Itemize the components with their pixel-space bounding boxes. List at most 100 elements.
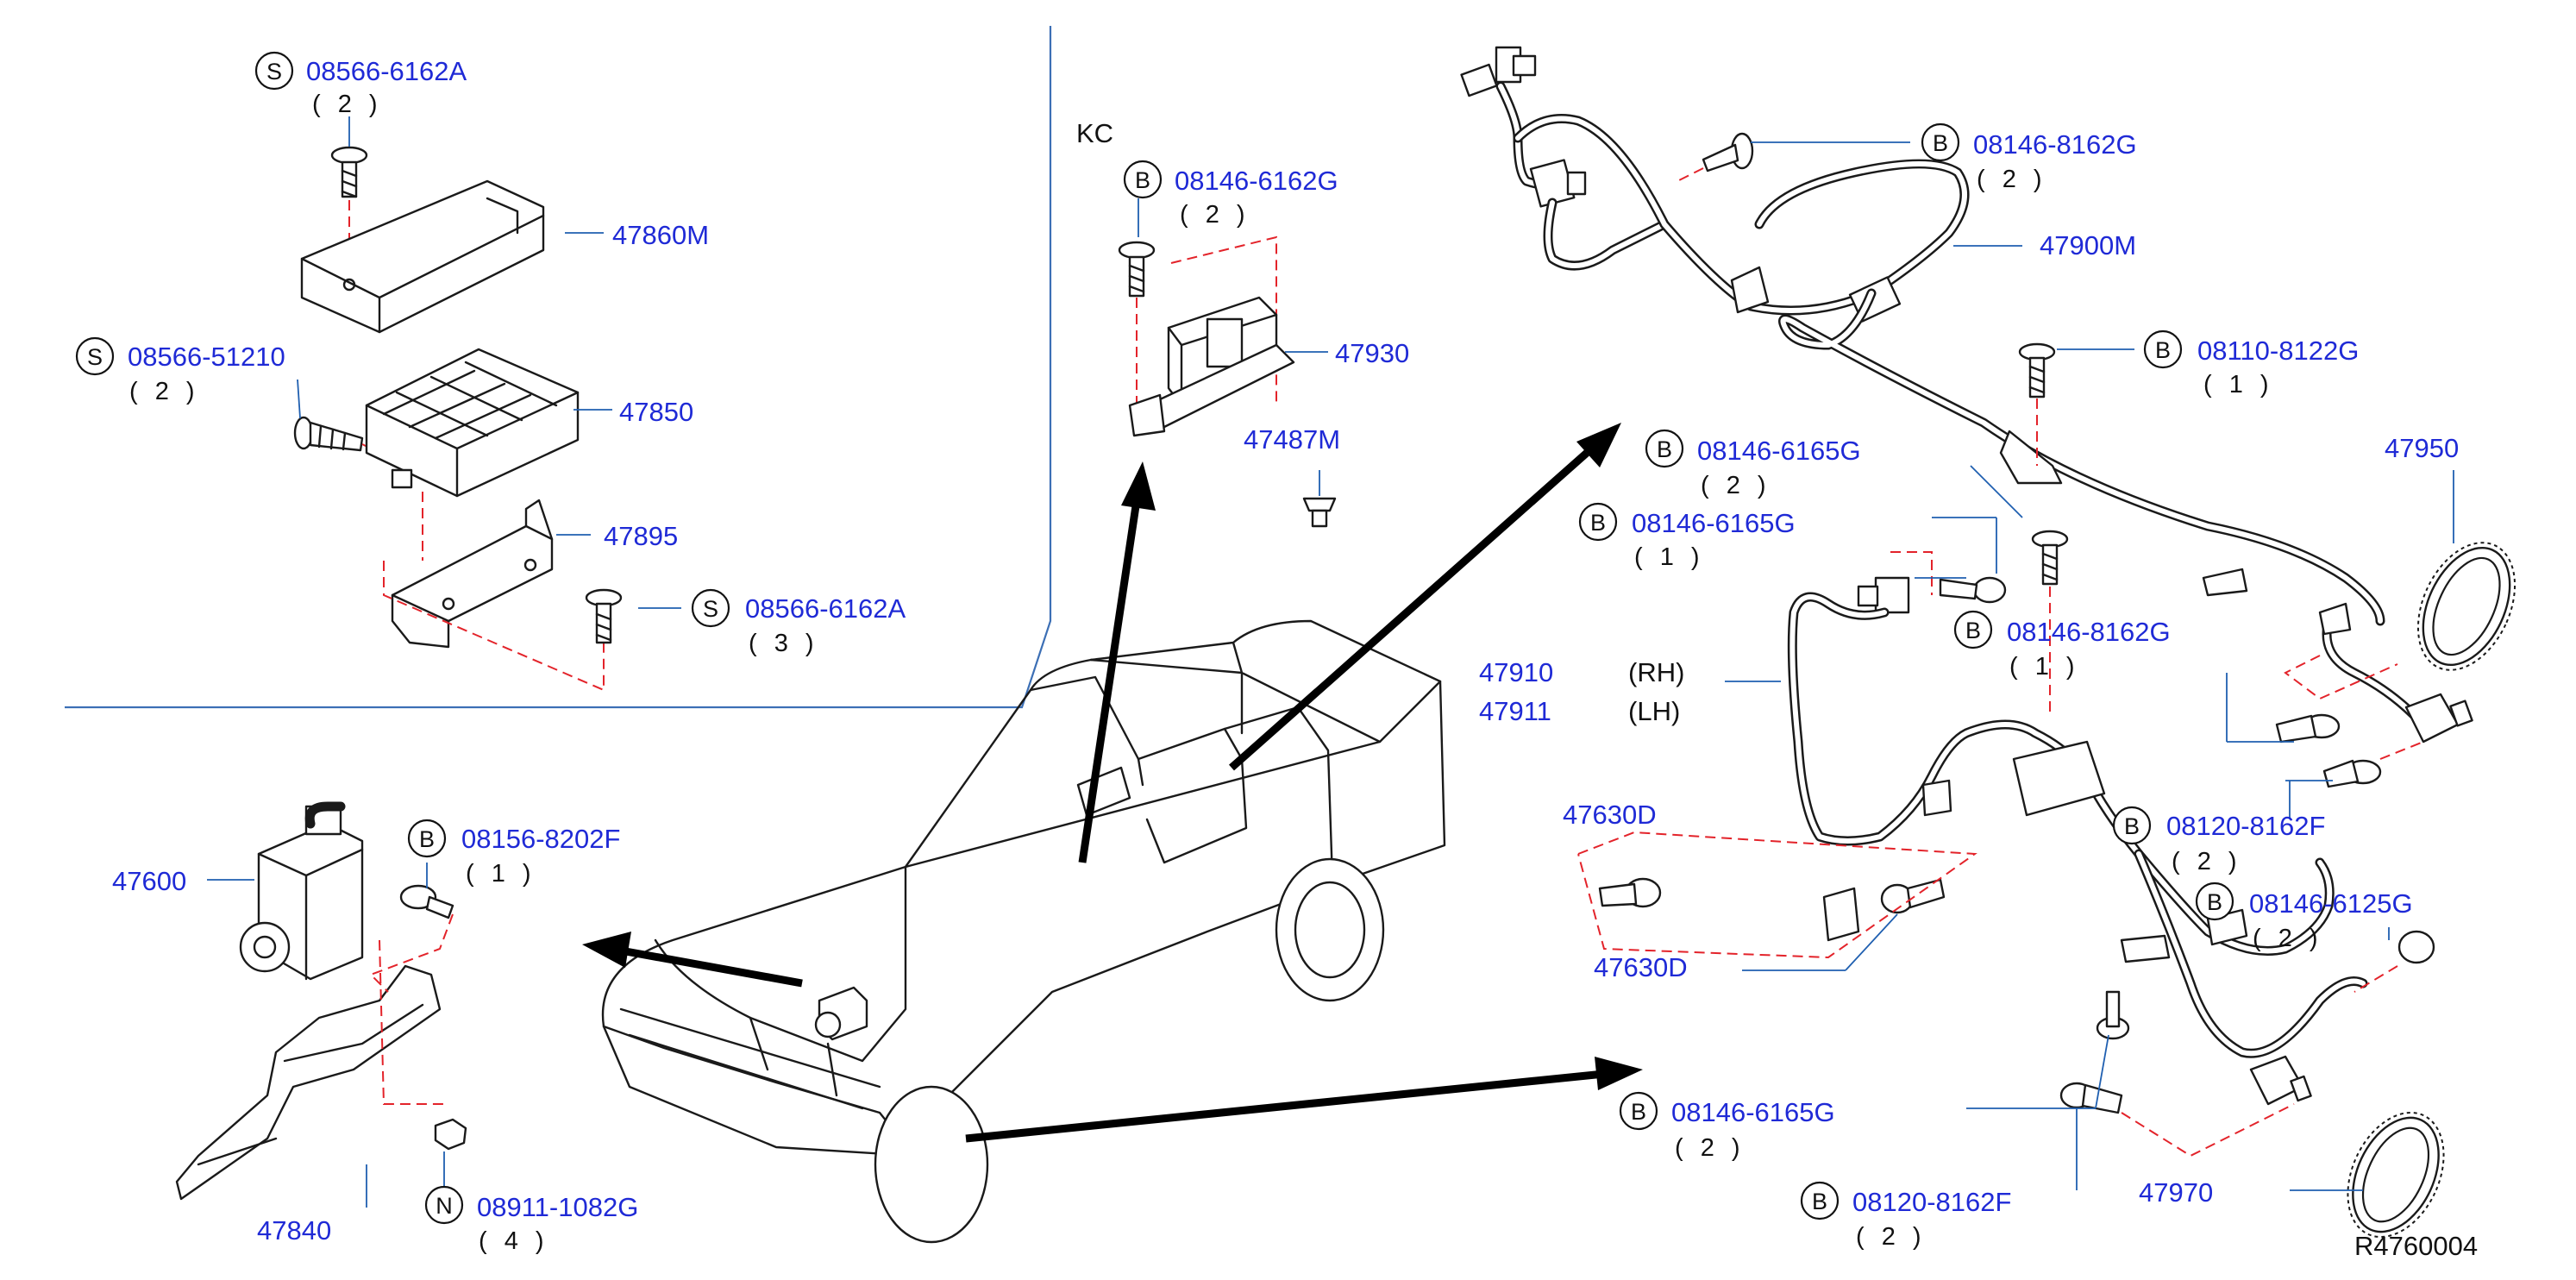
fastener-qty: ( 2 ) <box>1701 472 1771 499</box>
fastener-label-f1: S 08566-6162A ( 2 ) <box>254 51 467 118</box>
fastener-qty: ( 2 ) <box>312 91 383 118</box>
bolt-icon <box>1702 132 1754 173</box>
fastener-part-number: 08120-8162F <box>2166 811 2325 841</box>
part-number-47911: 47911 <box>1479 696 1551 726</box>
side-label-lh: (LH) <box>1628 696 1680 726</box>
sensor-rotor-47950-icon <box>2416 542 2516 671</box>
fastener-label-f10: B 08120-8162F ( 2 ) <box>2112 806 2325 875</box>
control-unit-group <box>293 146 623 692</box>
fastener-mark: B <box>2124 813 2140 839</box>
fastener-qty: ( 2 ) <box>1856 1223 1927 1251</box>
sensor-47930-group <box>1118 235 1337 528</box>
screw-icon <box>585 588 623 644</box>
fastener-qty: ( 4 ) <box>479 1227 549 1255</box>
fastener-label-f2: S 08566-51210 ( 2 ) <box>75 336 285 405</box>
pointer-arrows <box>582 423 1643 1143</box>
fastener-part-number: 08146-6165G <box>1697 436 1861 466</box>
part-number-47840: 47840 <box>257 1215 331 1245</box>
fastener-label-f14: B 08156-8202F ( 1 ) <box>407 819 620 888</box>
fastener-mark: B <box>1933 130 1948 156</box>
fastener-mark: B <box>1631 1099 1646 1125</box>
variant-label-kc: KC <box>1076 118 1113 148</box>
fastener-part-number: 08146-6162G <box>1175 166 1338 196</box>
fastener-qty: ( 2 ) <box>1675 1134 1746 1162</box>
fastener-part-number: 08146-8162G <box>1973 129 2137 160</box>
part-number-47910: 47910 <box>1479 657 1553 687</box>
pickup-truck-icon <box>601 619 1446 1244</box>
part-number-47930: 47930 <box>1335 338 1409 368</box>
actuator-47600-icon <box>239 801 364 981</box>
fastener-label-f13: B 08120-8162F ( 2 ) <box>1800 1181 2011 1251</box>
fastener-mark: B <box>1135 167 1150 193</box>
fastener-qty: ( 1 ) <box>2009 653 2080 681</box>
fastener-mark: S <box>266 59 282 85</box>
leader-lines <box>207 116 2454 1208</box>
bolt-icon <box>1939 576 2007 604</box>
part-number-47860m: 47860M <box>612 220 709 250</box>
actuator-group <box>175 801 467 1201</box>
fastener-part-number: 08146-6165G <box>1671 1097 1835 1127</box>
connector-icon <box>1529 159 1587 208</box>
fastener-part-number: 08146-6165G <box>1632 508 1796 538</box>
fastener-label-f4: B 08146-6162G ( 2 ) <box>1123 160 1338 229</box>
fastener-label-f5: B 08146-8162G ( 2 ) <box>1921 122 2137 193</box>
sensor-47930-icon <box>1128 296 1295 437</box>
fastener-label-f15: N 08911-1082G ( 4 ) <box>424 1185 638 1255</box>
part-number-47950: 47950 <box>2385 433 2459 463</box>
fastener-qty: ( 3 ) <box>749 630 819 657</box>
fastener-label-f6: B 08110-8122G ( 1 ) <box>2143 329 2359 398</box>
sensor-rotor-47970-icon <box>2347 1111 2445 1239</box>
actuator-mini-icon <box>814 986 868 1041</box>
side-label-rh: (RH) <box>1628 657 1684 687</box>
fastener-label-f8: B 08146-6165G ( 1 ) <box>1578 502 1796 571</box>
part-number-47630d-lower: 47630D <box>1594 952 1688 982</box>
bolt-icon <box>2096 990 2130 1040</box>
screw-icon <box>330 146 368 198</box>
fastener-label-f7: B 08146-6165G ( 2 ) <box>1645 429 1861 499</box>
fastener-qty: ( 2 ) <box>1977 166 2047 193</box>
fastener-part-number: 08566-6162A <box>306 56 467 86</box>
connector-icon <box>1460 46 1537 97</box>
fastener-mark: S <box>703 596 718 622</box>
bolt-icon <box>2018 342 2056 398</box>
bolt-icon <box>1880 878 1946 914</box>
harness-clip-icon <box>1822 740 2248 963</box>
fastener-qty: ( 2 ) <box>1180 201 1250 229</box>
fastener-mark: B <box>419 826 435 852</box>
fastener-mark: B <box>2207 889 2222 915</box>
nut-icon <box>434 1118 467 1151</box>
fastener-qty: ( 1 ) <box>1634 543 1705 571</box>
fastener-qty: ( 1 ) <box>466 860 536 888</box>
bolt-icon <box>2322 759 2382 788</box>
fastener-qty: ( 2 ) <box>2253 925 2323 952</box>
part-number-47850: 47850 <box>619 397 693 427</box>
clip-47487m-icon <box>1302 497 1337 528</box>
diagram-reference-code: R4760004 <box>2354 1231 2478 1261</box>
harness-47910-group <box>1577 530 2445 1239</box>
control-unit-47850-icon <box>365 348 580 498</box>
fastener-label-f3: S 08566-6162A ( 3 ) <box>691 588 906 657</box>
fastener-mark: B <box>2155 337 2171 363</box>
wheel-sensor-icon <box>2249 1055 2312 1106</box>
fastener-mark: N <box>436 1193 453 1219</box>
fastener-part-number: 08566-51210 <box>128 342 285 372</box>
bracket-47895-icon <box>391 499 554 649</box>
part-number-47895: 47895 <box>604 521 678 551</box>
fastener-mark: S <box>87 344 103 370</box>
bolt-icon <box>2275 713 2341 744</box>
bolt-icon <box>399 884 454 919</box>
part-number-47630d-upper: 47630D <box>1563 800 1657 830</box>
connector-icon <box>1857 576 1910 614</box>
fastener-mark: B <box>1965 618 1981 643</box>
part-number-47487m: 47487M <box>1244 424 1340 455</box>
bolt-icon <box>2059 1082 2123 1114</box>
harness-47900m-group <box>1460 46 2516 788</box>
fastener-part-number: 08156-8202F <box>461 824 620 854</box>
bolt-icon <box>2031 530 2069 586</box>
fastener-label-f12: B 08146-6165G ( 2 ) <box>1619 1091 1835 1162</box>
fastener-part-number: 08146-8162G <box>2007 617 2171 647</box>
harness-clip-icon <box>1999 430 2352 636</box>
fastener-part-number: 08911-1082G <box>477 1192 638 1222</box>
bolt-icon <box>2397 930 2435 964</box>
